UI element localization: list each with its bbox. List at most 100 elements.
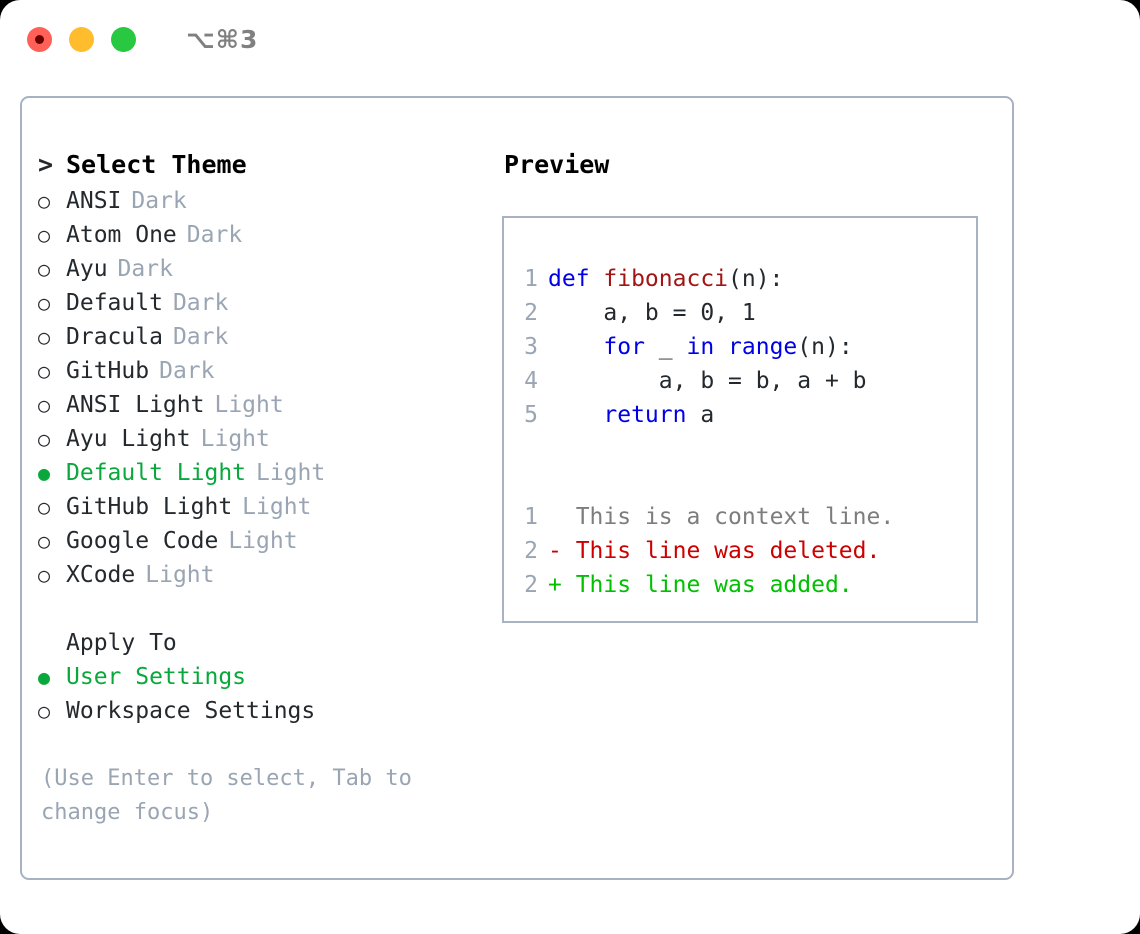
radio-unselected-icon: ○ xyxy=(38,529,51,553)
keyboard-shortcut-label: ⌥⌘3 xyxy=(186,24,259,54)
diff-marker: - xyxy=(548,538,562,564)
code-token: a, b = 0, 1 xyxy=(548,300,756,326)
title-bar: ⌥⌘3 xyxy=(0,0,1140,78)
diff-sample: 1 This is a context line.2- This line wa… xyxy=(504,500,976,602)
theme-item-label: Ayu Light xyxy=(66,426,191,452)
apply-to-option-label: User Settings xyxy=(66,664,247,690)
theme-item-tag: Dark xyxy=(131,188,187,214)
code-token: a xyxy=(686,402,715,428)
code-line: 2 a, b = 0, 1 xyxy=(504,296,976,330)
code-line-text: def fibonacci(n): xyxy=(548,262,783,296)
theme-list-item[interactable]: ○ XCode Light xyxy=(38,558,492,592)
code-line-number: 5 xyxy=(524,402,538,428)
theme-item-tag: Light xyxy=(228,528,298,554)
apply-to-option[interactable]: ● User Settings xyxy=(38,660,492,694)
diff-line-number: 2 xyxy=(524,572,538,598)
diff-marker xyxy=(548,500,562,534)
theme-item-label: Google Code xyxy=(66,528,219,554)
theme-picker-header: > Select Theme xyxy=(38,146,492,184)
code-token: return xyxy=(603,402,687,428)
diff-line: 2 + This line was added. xyxy=(504,568,976,602)
apply-to-list: ● User Settings ○Workspace Settings xyxy=(38,660,492,728)
code-token: def xyxy=(548,266,604,292)
theme-item-tag: Light xyxy=(256,460,326,486)
spacer xyxy=(504,466,976,500)
code-token: in xyxy=(686,334,729,360)
theme-item-label: GitHub Light xyxy=(66,494,233,520)
code-token: for xyxy=(603,334,645,360)
diff-line-text: This line was added. xyxy=(561,572,853,598)
theme-item-tag: Light xyxy=(214,392,284,418)
radio-selected-icon: ● xyxy=(38,461,51,485)
theme-item-tag: Dark xyxy=(117,256,173,282)
theme-item-label: Dracula xyxy=(66,324,163,350)
code-line: 4 a, b = b, a + b xyxy=(504,364,976,398)
radio-unselected-icon: ○ xyxy=(38,189,51,213)
diff-line-number: 2 xyxy=(524,538,538,564)
diff-marker: + xyxy=(548,572,562,598)
diff-line: 2- This line was deleted. xyxy=(504,534,976,568)
apply-to-header: ○ Apply To xyxy=(38,626,492,660)
code-line-number: 1 xyxy=(524,266,538,292)
minimize-button[interactable] xyxy=(69,26,94,52)
spacer xyxy=(38,592,492,626)
diff-line-text: This line was deleted. xyxy=(561,538,881,564)
theme-list-item[interactable]: ○ Ayu Light Light xyxy=(38,422,492,456)
code-line-text: for _ in range(n): xyxy=(548,330,852,364)
theme-item-tag: Dark xyxy=(186,222,243,248)
theme-list-item[interactable]: ● Default Light Light xyxy=(38,456,492,490)
code-line: 1 def fibonacci(n): xyxy=(504,262,976,296)
radio-unselected-icon: ○ xyxy=(38,495,51,519)
code-token xyxy=(548,334,603,360)
theme-item-label: ANSI xyxy=(66,188,122,214)
radio-unselected-icon: ○ xyxy=(38,563,51,587)
radio-unselected-icon: ○ xyxy=(38,291,51,315)
code-line-number: 3 xyxy=(524,334,538,360)
radio-unselected-icon: ○ xyxy=(38,325,51,349)
theme-item-label: GitHub xyxy=(66,358,150,384)
theme-item-tag: Light xyxy=(200,426,270,452)
code-token: _ xyxy=(644,334,687,360)
radio-selected-icon: ● xyxy=(38,665,51,689)
radio-unselected-icon: ○ xyxy=(38,359,51,383)
apply-to-option-label: Workspace Settings xyxy=(66,698,316,724)
theme-item-label: Atom One xyxy=(66,222,177,248)
theme-item-tag: Dark xyxy=(172,290,229,316)
radio-unselected-icon: ○ xyxy=(38,257,51,281)
diff-line: 1 This is a context line. xyxy=(504,500,976,534)
apply-to-label: Apply To xyxy=(66,630,177,656)
theme-list-item[interactable]: ○ ANSI Dark xyxy=(38,184,492,218)
page-title: Select Theme xyxy=(66,150,247,179)
code-token xyxy=(548,402,603,428)
close-button[interactable] xyxy=(27,26,52,52)
prompt-caret-icon: > xyxy=(38,150,54,179)
code-token: a, b = b, a + b xyxy=(548,368,867,394)
maximize-button[interactable] xyxy=(111,26,136,52)
code-line-number: 4 xyxy=(524,368,538,394)
theme-item-label: XCode xyxy=(66,562,136,588)
theme-item-tag: Light xyxy=(145,562,215,588)
code-line: 5 return a xyxy=(504,398,976,432)
apply-to-option[interactable]: ○Workspace Settings xyxy=(38,694,492,728)
code-line: 3 for _ in range(n): xyxy=(504,330,976,364)
recording-indicator-icon xyxy=(35,34,44,44)
theme-item-label: Default Light xyxy=(66,460,247,486)
theme-list-item[interactable]: ○ Google Code Light xyxy=(38,524,492,558)
radio-unselected-icon: ○ xyxy=(38,427,51,451)
code-line-number: 2 xyxy=(524,300,538,326)
diff-line-text: This is a context line. xyxy=(561,504,895,530)
diff-line-number: 1 xyxy=(524,504,538,530)
